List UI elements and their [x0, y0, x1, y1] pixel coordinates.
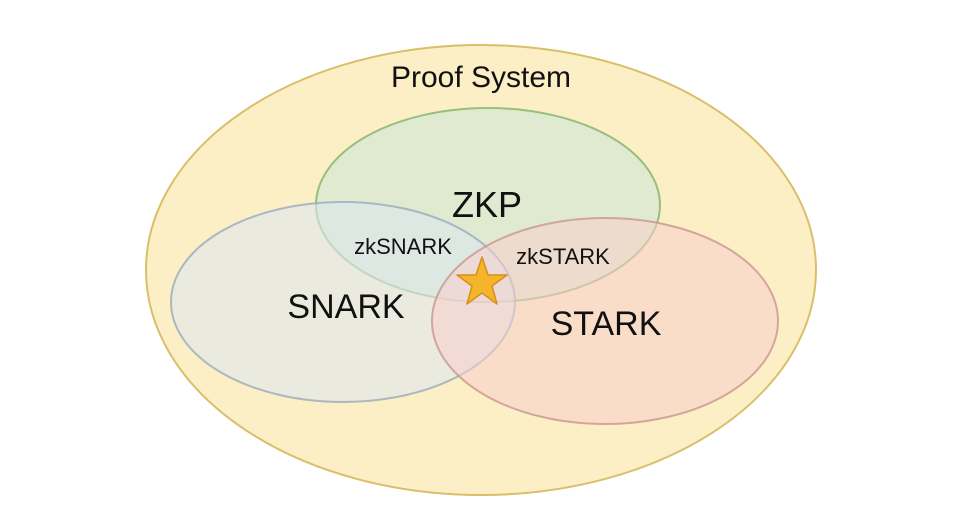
stark-label: STARK [551, 305, 662, 343]
star-icon [456, 256, 508, 305]
zkstark-label: zkSTARK [516, 244, 610, 269]
zkp-label: ZKP [452, 184, 522, 225]
stark-ellipse [431, 217, 779, 425]
proof-system-label: Proof System [391, 61, 571, 94]
snark-label: SNARK [287, 288, 404, 326]
zksnark-label: zkSNARK [354, 234, 452, 259]
